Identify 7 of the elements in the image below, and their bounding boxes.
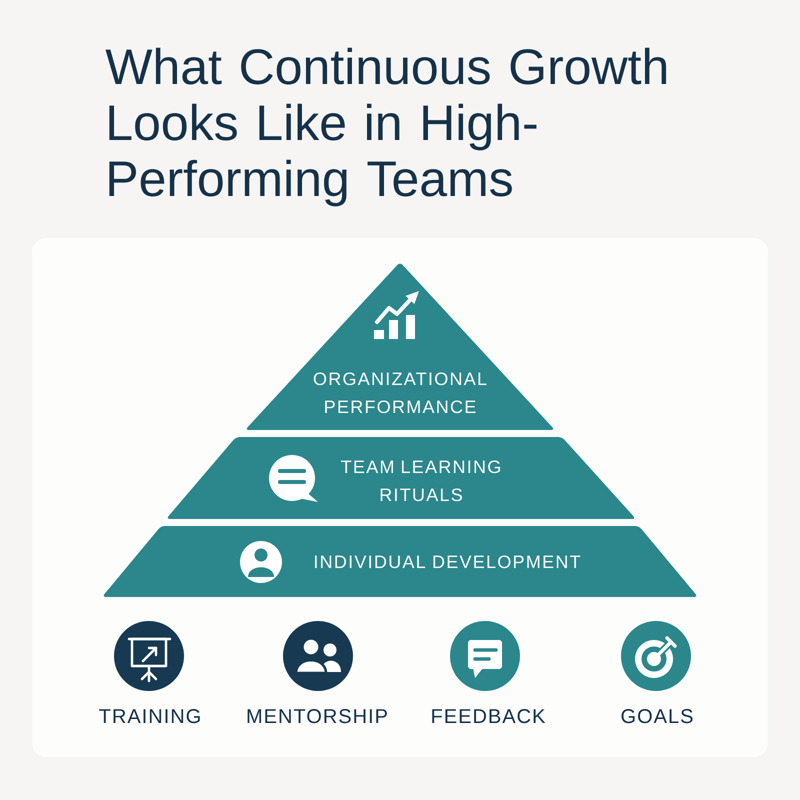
pyramid-tier: ORGANIZATIONAL PERFORMANCE: [246, 264, 554, 430]
label: FEEDBACK: [432, 709, 546, 724]
label: GOALS: [622, 709, 693, 724]
pyramid-tier: TEAM LEARNING RITUALS: [168, 437, 634, 519]
label: MENTORSHIP: [248, 709, 387, 724]
title: What Continuous Growth Looks Like in High-Performing Teams: [106, 48, 666, 206]
label: TRAINING: [99, 709, 200, 724]
